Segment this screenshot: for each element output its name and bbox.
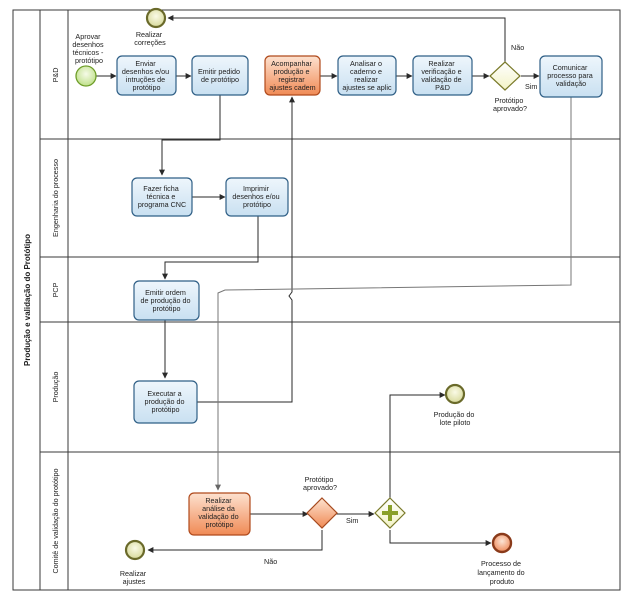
start-event[interactable] xyxy=(75,65,97,87)
end-event-lote-piloto[interactable] xyxy=(444,383,466,405)
task-acompanhar-producao[interactable]: Acompanhar produção e registrar ajustes … xyxy=(264,55,321,96)
plus-icon xyxy=(382,505,398,521)
flow-label-comite-sim: Sim xyxy=(346,516,358,525)
task-enviar-desenhos[interactable]: Enviar desenhos e/ou intruções de protót… xyxy=(116,55,177,96)
svg-text:Analisar o caderno e: Analisar o caderno e realizar ajustes se… xyxy=(342,59,392,92)
parallel-gateway[interactable] xyxy=(374,497,406,529)
svg-text:Fazer ficha técnica e: Fazer ficha técnica e programa CNC xyxy=(138,184,186,209)
end-event-lancamento[interactable] xyxy=(491,532,513,554)
end-event-correcoes[interactable] xyxy=(145,7,167,29)
svg-text:Acompanhar produção e: Acompanhar produção e registrar ajustes … xyxy=(269,59,315,92)
svg-text:Realizar verificação e: Realizar verificação e validação de P&D xyxy=(421,59,463,92)
end-event-ajustes-label: Realizar ajustes xyxy=(120,569,148,586)
gateway-comite-aprovado[interactable] xyxy=(306,497,338,529)
task-imprimir-desenhos[interactable]: Imprimir desenhos e/ou protótipo xyxy=(225,177,289,217)
lane-label-pd: P&D xyxy=(51,68,60,83)
gateway-pd-aprovado[interactable] xyxy=(489,61,521,91)
task-comunicar-processo[interactable]: Comunicar processo para validação xyxy=(539,55,603,98)
lane-label-pcp: PCP xyxy=(51,282,60,297)
task-emitir-ordem[interactable]: Emitir ordem de produção do protótipo xyxy=(133,280,200,321)
svg-text:Comunicar processo para: Comunicar processo para validação xyxy=(547,63,595,88)
lane-label-engenharia: Engenharia do processo xyxy=(51,159,60,237)
task-realizar-verificacao[interactable]: Realizar verificação e validação de P&D xyxy=(412,55,473,96)
task-emitir-pedido[interactable]: Emitir pedido de protótipo xyxy=(191,55,249,96)
svg-text:Imprimir desenhos e/ou: Imprimir desenhos e/ou protótipo xyxy=(232,184,281,209)
svg-text:Enviar desenhos e/ou: Enviar desenhos e/ou intruções de protót… xyxy=(122,59,171,92)
flow-label-pd-nao: Não xyxy=(511,43,524,52)
end-event-lancamento-label: Processo de lançamento do produto xyxy=(477,559,526,586)
svg-text:Realizar análise da: Realizar análise da validação do protóti… xyxy=(198,496,240,529)
flow-label-comite-nao: Não xyxy=(264,557,277,566)
gateway-pd-aprovado-label: Protótipo aprovado? xyxy=(493,96,527,113)
gateway-comite-aprovado-label: Protótipo aprovado? xyxy=(303,475,337,492)
end-event-lote-piloto-label: Produção do lote piloto xyxy=(434,410,477,427)
sequence-flows xyxy=(96,15,572,553)
end-event-ajustes[interactable] xyxy=(124,539,146,561)
flow-label-pd-sim: Sim xyxy=(525,82,537,91)
task-executar-producao[interactable]: Executar a produção do protótipo xyxy=(133,380,198,424)
svg-text:Emitir ordem de produção: Emitir ordem de produção do protótipo xyxy=(141,288,193,313)
task-fazer-ficha[interactable]: Fazer ficha técnica e programa CNC xyxy=(131,177,193,217)
end-event-correcoes-label: Realizar correções xyxy=(134,30,166,47)
task-analisar-caderno[interactable]: Analisar o caderno e realizar ajustes se… xyxy=(337,55,397,96)
pool xyxy=(12,9,621,591)
svg-text:Executar a produção do: Executar a produção do protótipo xyxy=(145,389,187,414)
lane-label-producao: Produção xyxy=(51,372,60,403)
task-realizar-analise[interactable]: Realizar análise da validação do protóti… xyxy=(188,492,251,536)
start-event-label: Aprovar desenhos técnicos - protótipo xyxy=(72,32,105,65)
lane-label-comite: Comitê de validação do protótipo xyxy=(51,468,60,573)
svg-text:Emitir pedido de protóti: Emitir pedido de protótipo xyxy=(198,67,242,84)
pool-title: Produção e validação do Protótipo xyxy=(23,234,32,366)
